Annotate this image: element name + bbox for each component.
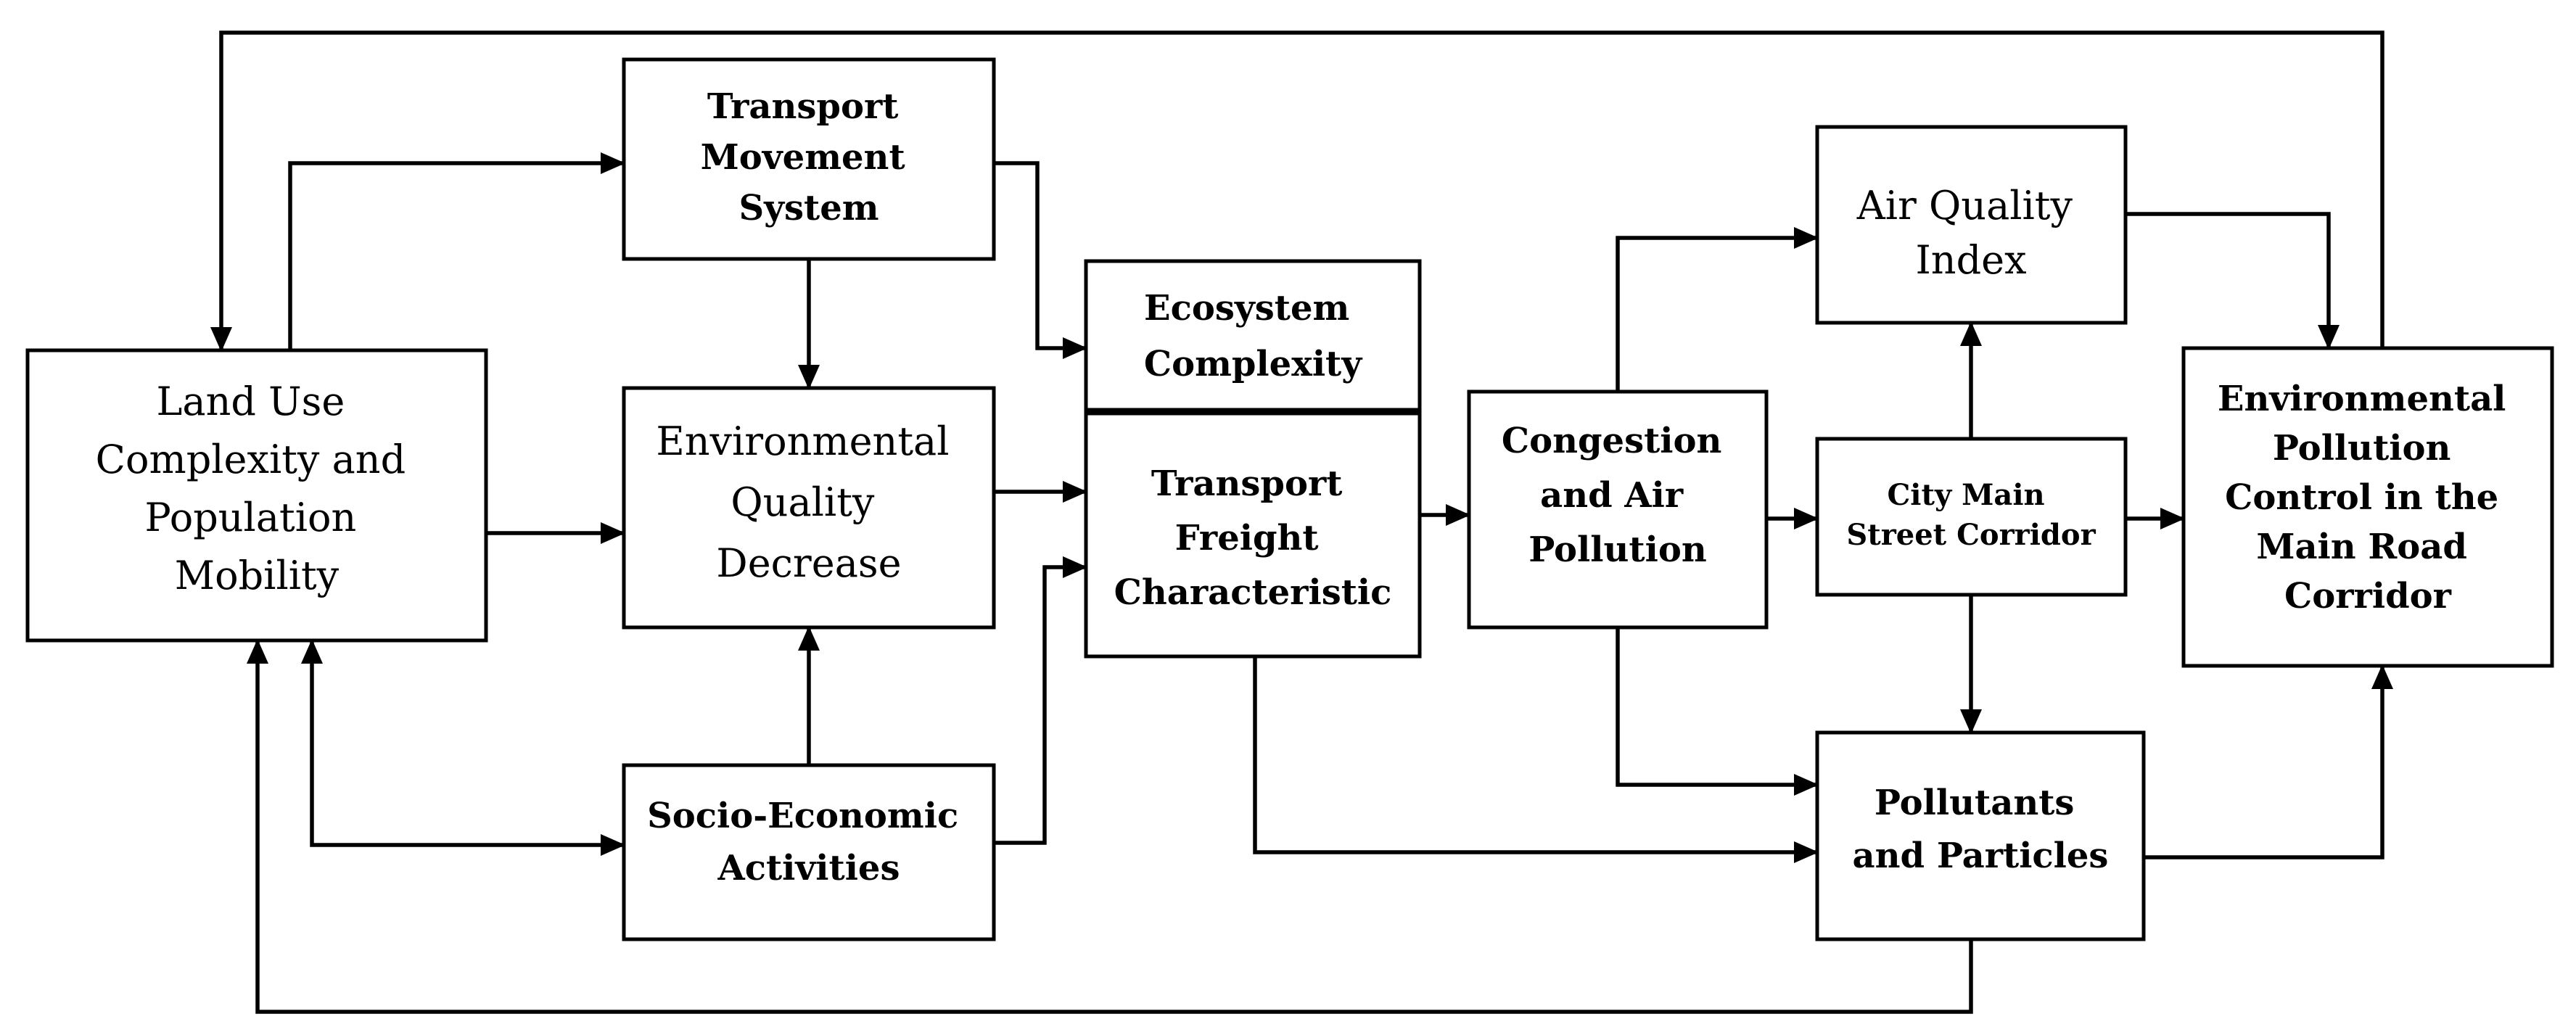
node-transport-movement-system: Transport Movement System bbox=[622, 57, 996, 261]
node-congestion-label: Congestion and Air Pollution bbox=[1502, 421, 1734, 570]
edge-pollutants-to-land-use bbox=[247, 639, 1973, 1014]
edge-pollutants-to-env-control bbox=[2144, 664, 2393, 859]
edge-air-quality-to-env-control bbox=[2126, 212, 2340, 350]
node-pollutants-and-particles: Pollutants and Particles bbox=[1815, 730, 2146, 941]
node-env-control-label: Environmental Pollution Control in the M… bbox=[2218, 379, 2518, 617]
edge-congestion-to-pollutants bbox=[1616, 627, 1819, 796]
node-land-use-complexity: Land Use Complexity and Population Mobil… bbox=[25, 348, 488, 643]
node-ecosystem-label: Ecosystem Complexity bbox=[1144, 288, 1363, 384]
node-env-quality-label: Environmental Quality Decrease bbox=[656, 418, 961, 586]
node-pollutants-label: Pollutants and Particles bbox=[1853, 783, 2109, 876]
node-ecosystem-complexity: Ecosystem Complexity bbox=[1084, 259, 1422, 412]
edge-transport-movement-to-ecosystem bbox=[994, 161, 1087, 359]
node-air-quality-index: Air Quality Index bbox=[1815, 125, 2128, 325]
node-transport-movement-label: Transport Movement System bbox=[701, 86, 918, 228]
edge-socio-to-land-use bbox=[301, 639, 625, 856]
node-city-main-street-corridor: City Main Street Corridor bbox=[1815, 437, 2128, 597]
node-land-use-label: Land Use Complexity and Population Mobil… bbox=[96, 379, 419, 598]
node-socio-economic-activities: Socio-Economic Activities bbox=[622, 763, 996, 941]
node-freight-label: Transport Freight Characteristic bbox=[1114, 463, 1392, 613]
edge-socio-to-freight bbox=[994, 556, 1087, 845]
edge-freight-to-pollutants bbox=[1253, 656, 1819, 863]
node-environmental-pollution-control: Environmental Pollution Control in the M… bbox=[2181, 346, 2554, 668]
node-environmental-quality-decrease: Environmental Quality Decrease bbox=[622, 386, 996, 630]
node-socio-label: Socio-Economic Activities bbox=[647, 796, 971, 888]
edge-congestion-to-air-quality bbox=[1616, 227, 1819, 392]
node-city-main-label: City Main Street Corridor bbox=[1846, 478, 2096, 552]
edge-env-control-to-land-use bbox=[210, 30, 2384, 352]
node-congestion-air-pollution: Congestion and Air Pollution bbox=[1467, 389, 1769, 630]
node-transport-freight-characteristic: Transport Freight Characteristic bbox=[1084, 411, 1422, 659]
node-air-quality-label: Air Quality Index bbox=[1856, 183, 2085, 283]
edge-land-use-to-transport-movement bbox=[288, 152, 625, 350]
